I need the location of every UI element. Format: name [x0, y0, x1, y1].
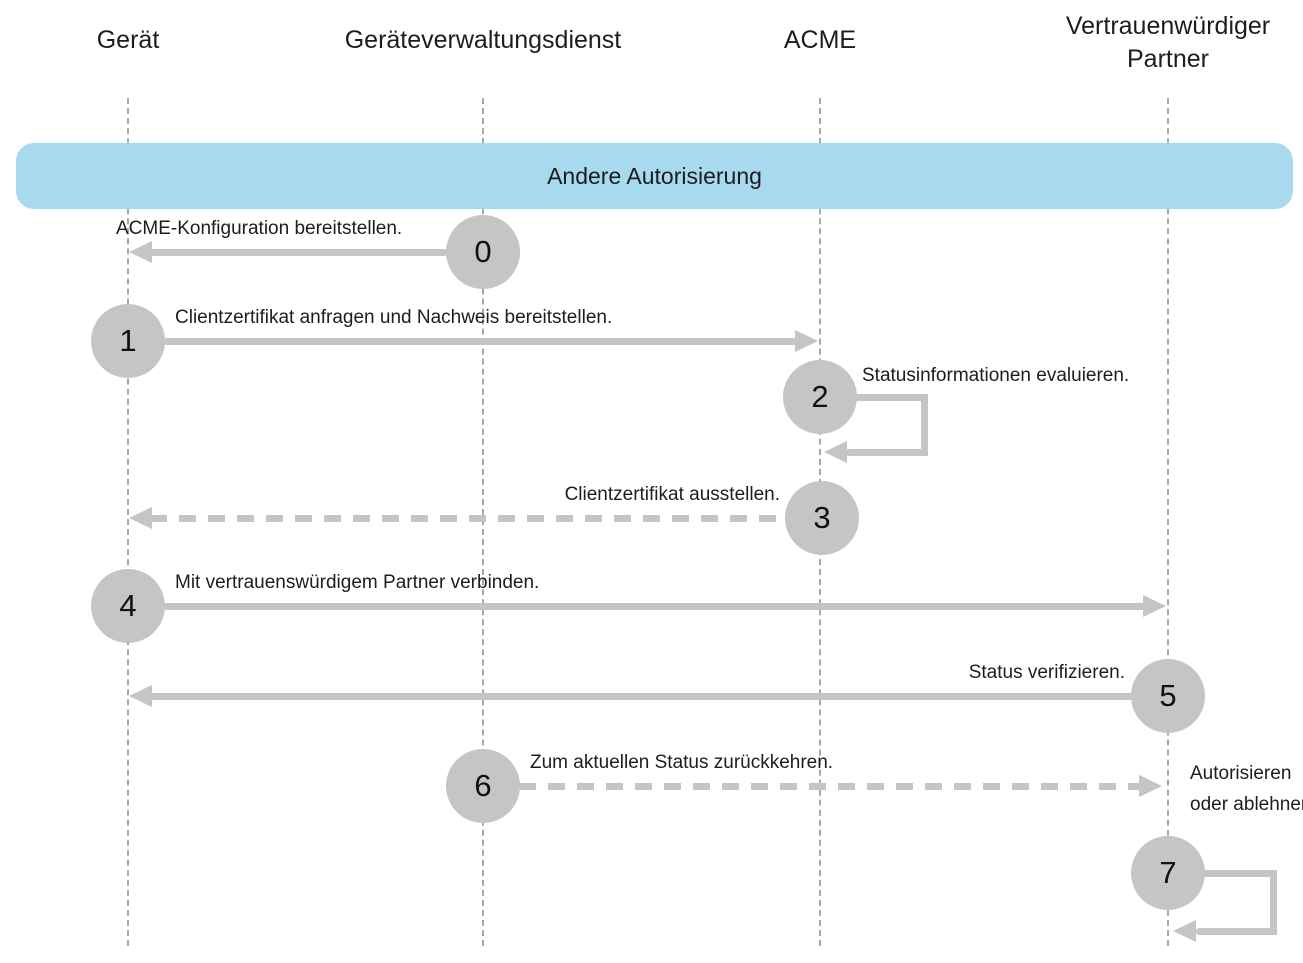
message-label-step-2: Statusinformationen evaluieren. [862, 365, 1130, 386]
arrowhead-left-icon [824, 441, 847, 463]
banner-label: Andere Autorisierung [547, 162, 762, 189]
actor-label-geraeteverwaltungsdienst: Geräteverwaltungsdienst [344, 26, 622, 54]
authorization-banner: Andere Autorisierung [16, 143, 1293, 209]
step-number: 1 [119, 323, 137, 358]
self-loop-top-line-step-2 [854, 394, 928, 401]
message-label-step-6: Zum aktuellen Status zurückkehren. [530, 752, 834, 773]
lifeline-geraeteverwaltungsdienst [482, 98, 484, 946]
arrowhead-left-icon [129, 241, 152, 263]
step-number-circle-0: 0 [446, 215, 520, 289]
message-label-step-0: ACME-Konfiguration bereitstellen. [116, 218, 403, 239]
message-label-step-5: Status verifizieren. [968, 662, 1125, 683]
dashed-arrow-line-step-3 [150, 515, 786, 522]
arrowhead-right-icon [795, 330, 818, 352]
self-loop-bottom-line-step-2 [846, 449, 928, 456]
step-number: 6 [474, 768, 492, 803]
step-number: 3 [813, 500, 831, 535]
arrowhead-left-icon [129, 685, 152, 707]
arrow-line-step-1 [163, 338, 797, 345]
arrow-line-step-5 [146, 693, 1133, 700]
arrow-line-step-0 [149, 249, 447, 256]
step-number-circle-1: 1 [91, 304, 165, 378]
self-loop-right-line-step-2 [921, 394, 928, 456]
actor-label-vertrauenwuerdiger-partner: Vertrauenwürdiger Partner [1065, 12, 1271, 73]
arrowhead-right-icon [1143, 595, 1166, 617]
step-number: 2 [811, 379, 829, 414]
arrowhead-right-icon [1139, 775, 1162, 797]
message-label-step-3: Clientzertifikat ausstellen. [564, 484, 780, 505]
step-number-circle-6: 6 [446, 749, 520, 823]
step-number: 0 [474, 234, 492, 269]
step-number: 5 [1159, 678, 1177, 713]
self-loop-right-line-step-7 [1270, 870, 1277, 935]
step-number-circle-7: 7 [1131, 836, 1205, 910]
step-number-circle-2: 2 [783, 360, 857, 434]
message-label-step-7: Autorisieren oder ablehnen. [1190, 763, 1303, 815]
step-number: 4 [119, 588, 137, 623]
actor-label-acme: ACME [783, 26, 857, 54]
step-number: 7 [1159, 855, 1177, 890]
dashed-arrow-line-step-6 [519, 783, 1141, 790]
message-label-step-4: Mit vertrauenswürdigem Partner verbinden… [175, 572, 540, 593]
arrow-line-step-4 [163, 603, 1146, 610]
actor-label-geraet: Gerät [96, 26, 160, 54]
arrowhead-left-icon [129, 507, 152, 529]
step-number-circle-5: 5 [1131, 659, 1205, 733]
self-loop-bottom-line-step-7 [1196, 928, 1277, 935]
step-number-circle-4: 4 [91, 569, 165, 643]
lifeline-geraet [127, 98, 129, 946]
self-loop-top-line-step-7 [1202, 870, 1277, 877]
lifeline-vertrauenwuerdiger-partner [1167, 98, 1169, 946]
step-number-circle-3: 3 [785, 481, 859, 555]
message-label-step-1: Clientzertifikat anfragen und Nachweis b… [175, 307, 613, 328]
arrowhead-left-icon [1173, 920, 1196, 942]
